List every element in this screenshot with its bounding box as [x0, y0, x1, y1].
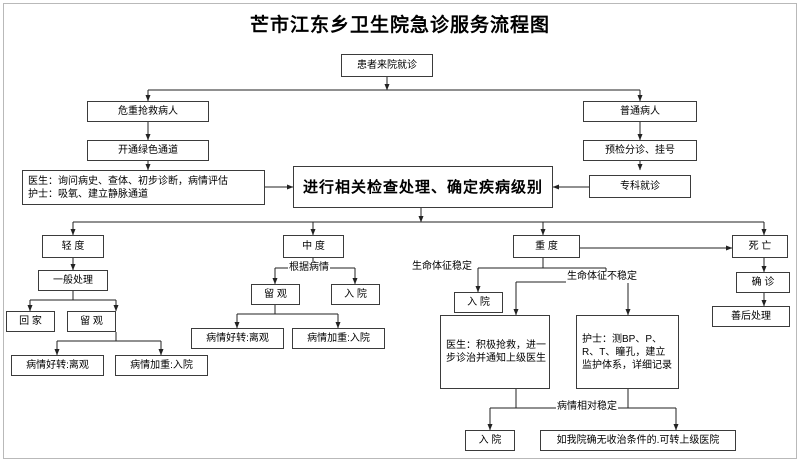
node-doctor-nurse-initial[interactable]: 医生：询问病史、查体、初步诊断，病情评估 护士：吸氧、建立静脉通道 — [22, 170, 265, 205]
node-admit-stable[interactable]: 入 院 — [454, 292, 503, 313]
node-nurse-monitor[interactable]: 护士：测BP、P、R、T、瞳孔，建立监护体系，详细记录 — [576, 315, 679, 389]
node-general-patient[interactable]: 普通病人 — [583, 101, 697, 122]
node-aftercare[interactable]: 善后处理 — [712, 306, 790, 327]
node-confirm-death[interactable]: 确 诊 — [736, 272, 790, 293]
node-triage-register[interactable]: 预检分诊、挂号 — [583, 140, 697, 161]
node-worsen-mid[interactable]: 病情加重:入院 — [292, 328, 385, 349]
node-death[interactable]: 死 亡 — [732, 235, 788, 258]
edge-label-vitals-stable: 生命体征稳定 — [411, 261, 473, 273]
page-title: 芒市江东乡卫生院急诊服务流程图 — [249, 15, 550, 36]
node-admit-bottom[interactable]: 入 院 — [465, 430, 515, 451]
node-severe[interactable]: 重 度 — [513, 235, 580, 258]
node-worsen-left[interactable]: 病情加重:入院 — [115, 355, 208, 376]
edge-label-vitals-unstable: 生命体征不稳定 — [566, 271, 638, 283]
node-improve-left[interactable]: 病情好转:离观 — [11, 355, 104, 376]
node-transfer-up[interactable]: 如我院确无收治条件的.可转上级医院 — [540, 430, 736, 451]
node-doctor-rescue[interactable]: 医生：积极抢救，进一步诊治并通知上级医生 — [440, 315, 550, 389]
node-observe-mid[interactable]: 留 观 — [251, 284, 300, 305]
node-admit-mid[interactable]: 入 院 — [331, 284, 380, 305]
node-green-channel[interactable]: 开通绿色通道 — [87, 140, 209, 161]
node-mild[interactable]: 轻 度 — [42, 235, 104, 258]
node-go-home[interactable]: 回 家 — [6, 311, 55, 332]
node-arrival[interactable]: 患者来院就诊 — [341, 54, 433, 77]
edge-label-by-condition: 根据病情 — [288, 262, 330, 274]
node-improve-mid[interactable]: 病情好转:离观 — [191, 328, 284, 349]
node-general-treatment[interactable]: 一般处理 — [38, 270, 108, 291]
node-observe-left[interactable]: 留 观 — [67, 311, 116, 332]
node-moderate[interactable]: 中 度 — [283, 235, 344, 258]
node-critical-patient[interactable]: 危重抢救病人 — [87, 101, 209, 122]
edge-label-relatively-stable: 病情相对稳定 — [556, 401, 618, 413]
node-exam-grade[interactable]: 进行相关检查处理、确定疾病级别 — [293, 166, 553, 208]
node-specialist-visit[interactable]: 专科就诊 — [589, 175, 691, 198]
